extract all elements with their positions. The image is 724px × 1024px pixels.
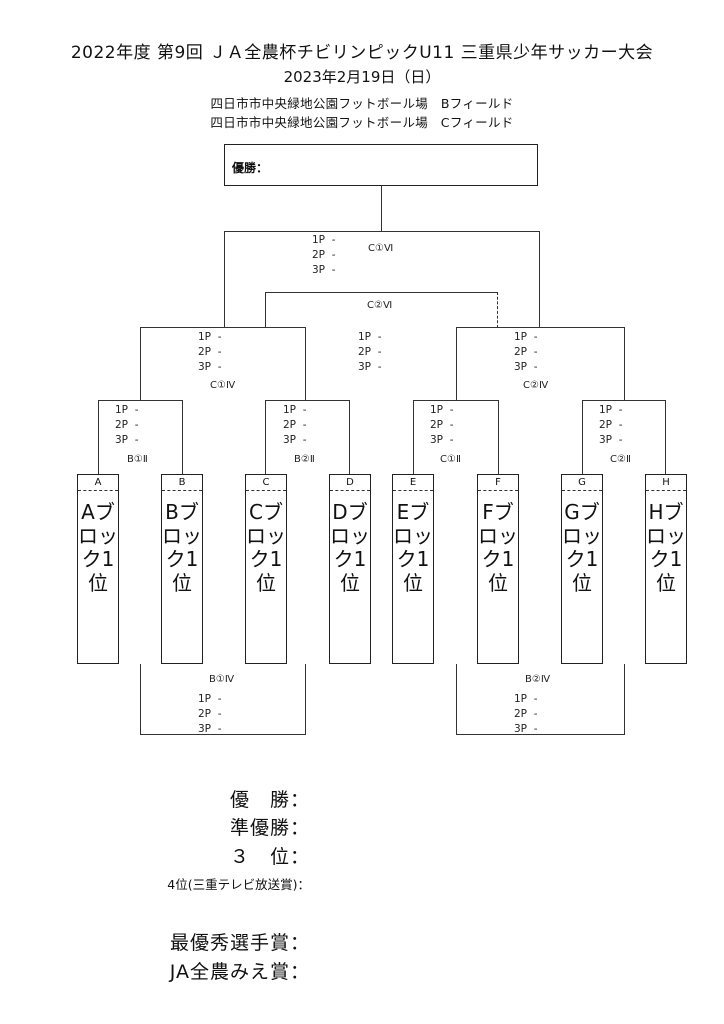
qf3-right-leg (498, 400, 500, 474)
block-name: Gブロック1位 (562, 500, 602, 595)
qf2-right-leg (349, 400, 351, 474)
semi1-label: C①Ⅳ (210, 380, 236, 391)
qf1-score: 1P - 2P - 3P - (115, 404, 139, 446)
qf3-score: 1P - 2P - 3P - (430, 404, 454, 446)
bottom2-score: 1P - 2P - 3P - (514, 693, 538, 735)
result-third: ３ 位： (229, 846, 310, 868)
event-date: 2023年2月19日（日） (283, 68, 441, 86)
result-winner: 優 勝： (229, 789, 310, 811)
team-block-e: E Eブロック1位 (392, 474, 434, 664)
third-left-leg (265, 292, 267, 328)
semi2-bar-line (456, 327, 625, 329)
block-letter: A (78, 475, 118, 491)
bottom2-label: B②Ⅳ (525, 674, 551, 685)
page-title: 2022年度 第9回 ＪＡ全農杯チビリンピックU11 三重県少年サッカー大会 (70, 43, 654, 63)
semi1-right-leg (305, 327, 307, 401)
final-score: 1P - 2P - 3P - (312, 234, 336, 276)
qf2-score: 1P - 2P - 3P - (283, 404, 307, 446)
final-left-leg (224, 231, 226, 328)
block-name: Aブロック1位 (78, 500, 118, 595)
venue-b-field: 四日市市中央緑地公園フットボール場 Bフィールド (210, 96, 514, 111)
qf1-label: B①Ⅱ (127, 454, 148, 465)
block-name: Bブロック1位 (162, 500, 202, 595)
semi2-right-leg (624, 327, 626, 401)
qf2-label: B②Ⅱ (294, 454, 315, 465)
block-name: Hブロック1位 (646, 500, 686, 595)
champion-label: 優勝： (232, 161, 269, 175)
qf4-score: 1P - 2P - 3P - (599, 404, 623, 446)
team-block-h: H Hブロック1位 (645, 474, 687, 664)
qf2-left-leg (265, 400, 267, 474)
qf1-bar-line (98, 400, 183, 402)
semi2-label: C②Ⅳ (523, 380, 549, 391)
qf3-left-leg (413, 400, 415, 474)
third-bar-line (265, 292, 498, 294)
semi2-left-leg (456, 327, 458, 401)
team-block-d: D Dブロック1位 (329, 474, 371, 664)
bottom2-bar-line (456, 734, 625, 736)
qf3-bar-line (413, 400, 499, 402)
block-name: Eブロック1位 (393, 500, 433, 595)
final-label: C①Ⅵ (368, 243, 394, 254)
champion-box (224, 144, 538, 186)
qf4-label: C②Ⅱ (610, 454, 631, 465)
final-bar-line (224, 231, 540, 233)
semi2-score: 1P - 2P - 3P - (514, 331, 538, 373)
final-stem-line (381, 186, 383, 232)
bottom1-label: B①Ⅳ (209, 674, 235, 685)
block-name: Dブロック1位 (330, 500, 370, 595)
block-letter: C (246, 475, 286, 491)
third-right-leg-dashed (497, 292, 498, 328)
qf3-label: C①Ⅱ (440, 454, 461, 465)
semi1-score: 1P - 2P - 3P - (198, 331, 222, 373)
block-name: Fブロック1位 (478, 500, 518, 595)
block-letter: G (562, 475, 602, 491)
team-block-f: F Fブロック1位 (477, 474, 519, 664)
result-fourth: 4位(三重テレビ放送賞)： (167, 877, 310, 892)
team-block-b: B Bブロック1位 (161, 474, 203, 664)
bottom2-left-leg (456, 664, 458, 735)
bottom1-right-leg (305, 664, 307, 735)
qf4-left-leg (582, 400, 584, 474)
team-block-c: C Cブロック1位 (245, 474, 287, 664)
venue-c-field: 四日市市中央緑地公園フットボール場 Cフィールド (210, 115, 514, 130)
final-right-leg (539, 231, 541, 328)
semi1-left-leg (140, 327, 142, 401)
qf2-bar-line (265, 400, 350, 402)
bottom1-score: 1P - 2P - 3P - (198, 693, 222, 735)
bottom2-right-leg (624, 664, 626, 735)
result-runner-up: 準優勝： (229, 817, 310, 839)
third-place-label: C②Ⅵ (367, 300, 393, 311)
bottom1-bar-line (140, 734, 306, 736)
result-mvp: 最優秀選手賞： (169, 932, 310, 954)
block-name: Cブロック1位 (246, 500, 286, 595)
team-block-a: A Aブロック1位 (77, 474, 119, 664)
block-letter: E (393, 475, 433, 491)
block-letter: F (478, 475, 518, 491)
qf1-right-leg (182, 400, 184, 474)
qf1-left-leg (98, 400, 100, 474)
team-block-g: G Gブロック1位 (561, 474, 603, 664)
semi1-bar-line (140, 327, 306, 329)
block-letter: D (330, 475, 370, 491)
qf4-bar-line (582, 400, 666, 402)
result-ja-award: JA全農みえ賞： (169, 961, 310, 983)
block-letter: B (162, 475, 202, 491)
qf4-right-leg (665, 400, 667, 474)
block-letter: H (646, 475, 686, 491)
third-place-score: 1P - 2P - 3P - (358, 331, 382, 373)
bottom1-left-leg (140, 664, 142, 735)
